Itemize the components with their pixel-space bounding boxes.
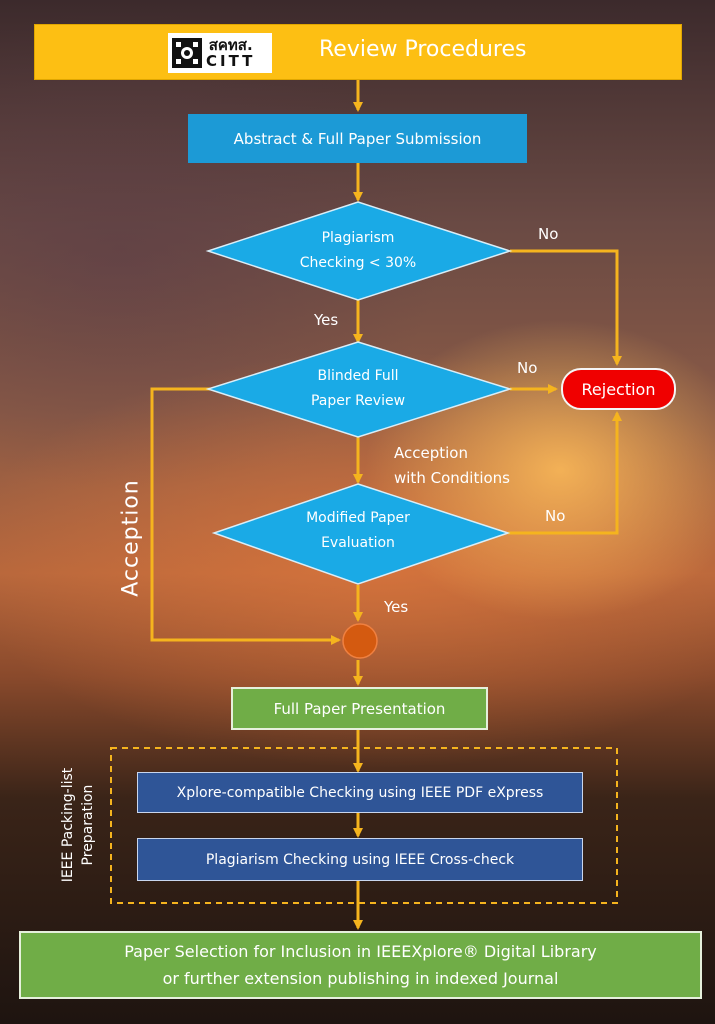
yes-label-plagiarism: Yes xyxy=(314,311,339,329)
merge-junction xyxy=(342,623,378,659)
logo-thai-text: สคทส. xyxy=(208,36,253,54)
packing-list-group-label: IEEE Packing-list Preparation xyxy=(58,768,98,883)
plagiarism-text-line1: Plagiarism xyxy=(321,230,395,246)
page-title: Review Procedures xyxy=(319,37,527,62)
review-text-line2: Paper Review xyxy=(310,393,406,409)
crosscheck-step: Plagiarism Checking using IEEE Cross-che… xyxy=(137,838,583,881)
packing-list-group-border xyxy=(110,747,618,904)
final-line2: or further extension publishing in index… xyxy=(162,969,559,988)
packing-list-line1: IEEE Packing-list xyxy=(60,767,76,883)
rejection-terminal: Rejection xyxy=(561,368,676,410)
no-label-review: No xyxy=(517,359,538,377)
review-decision-text: Blinded Full Paper Review xyxy=(258,364,458,414)
plagiarism-text-line2: Checking < 30% xyxy=(299,255,417,271)
final-line1: Paper Selection for Inclusion in IEEEXpl… xyxy=(124,942,597,961)
acception-conditions-line2: with Conditions xyxy=(394,469,510,487)
final-selection-step: Paper Selection for Inclusion in IEEEXpl… xyxy=(19,931,702,999)
yes-label-modified: Yes xyxy=(384,598,409,616)
submission-step: Abstract & Full Paper Submission xyxy=(188,114,527,163)
review-text-line1: Blinded Full xyxy=(317,368,399,384)
modified-decision-text: Modified Paper Evaluation xyxy=(258,506,458,556)
presentation-step: Full Paper Presentation xyxy=(231,687,488,730)
acception-conditions-line1: Acception xyxy=(394,444,468,462)
review-decision-diamond xyxy=(205,341,513,438)
modified-text-line2: Evaluation xyxy=(321,535,395,551)
acception-vertical-label: Acception xyxy=(118,479,144,597)
arrow-acception-to-junction xyxy=(150,387,341,645)
arrow-plagiarism-no-to-rejection xyxy=(510,249,622,366)
modified-decision-diamond xyxy=(211,483,511,585)
modified-text-line1: Modified Paper xyxy=(306,510,410,526)
plagiarism-decision-text: Plagiarism Checking < 30% xyxy=(258,226,458,276)
logo-citt-text: CITT xyxy=(206,52,256,70)
no-label-modified: No xyxy=(545,507,566,525)
header-banner: สคทส. CITT Review Procedures xyxy=(34,24,682,80)
packing-list-line2: Preparation xyxy=(80,784,96,866)
no-label-plagiarism: No xyxy=(538,225,559,243)
arrow-modified-no-to-rejection xyxy=(508,411,622,535)
plagiarism-decision-diamond xyxy=(205,201,513,301)
citt-emblem-icon xyxy=(172,38,202,68)
citt-logo: สคทส. CITT xyxy=(168,33,272,73)
xplore-check-step: Xplore-compatible Checking using IEEE PD… xyxy=(137,772,583,813)
acception-conditions-label: Acception with Conditions xyxy=(394,441,510,491)
